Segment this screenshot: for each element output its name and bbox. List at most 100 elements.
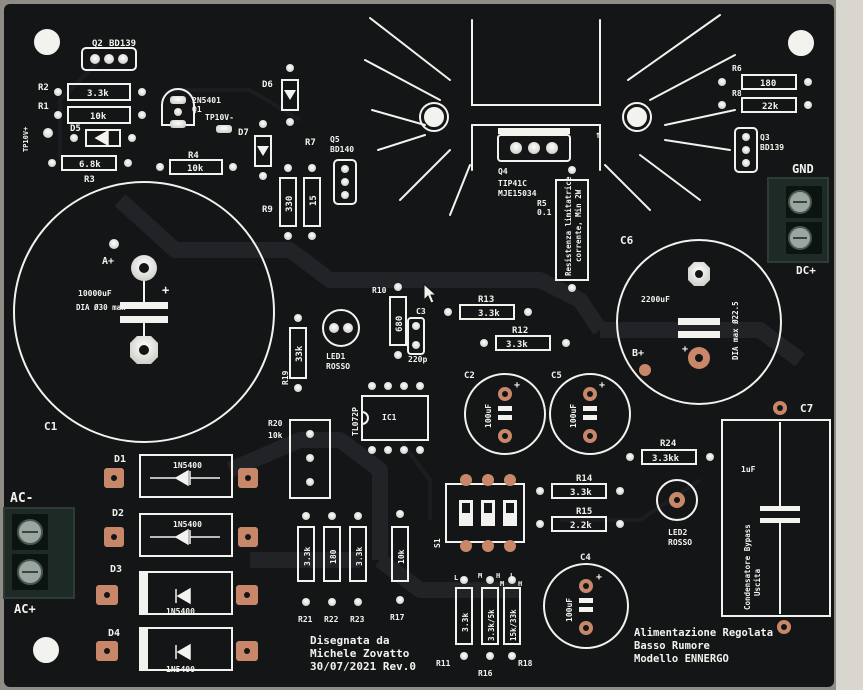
r18-mid-label: M (500, 580, 504, 588)
d1-part-label: 1N5400 (173, 461, 202, 470)
q5-label: Q5 (330, 135, 340, 144)
diode-d2: D2 1N5400 (104, 508, 258, 557)
c3-label: C3 (416, 307, 426, 316)
d3-label: D3 (110, 564, 122, 575)
heatsink-outline (364, 14, 736, 216)
title-line1: Alimentazione Regolata (634, 627, 773, 639)
c5-label: C5 (551, 371, 562, 381)
dip-switch-s1: S1 (433, 474, 525, 552)
ic1-label: IC1 (382, 413, 397, 422)
c7-label: C7 (800, 402, 813, 415)
r18-value: 15k/33k (509, 609, 518, 641)
resistor-r14: R14 3.3k (536, 474, 624, 499)
r3-label: R3 (84, 175, 95, 185)
led2-color: ROSSO (668, 538, 692, 547)
q1-label: Q1 (192, 105, 202, 114)
led1-label: LED1 (326, 352, 345, 361)
c2-label: C2 (464, 371, 475, 381)
gnd-label: GND (792, 162, 814, 176)
led2-label: LED2 (668, 528, 687, 537)
r13-value: 3.3k (478, 309, 500, 319)
trimmer-r20: R20 10k (268, 419, 331, 499)
r19-label: R19 (281, 370, 290, 385)
r18-label: R18 (518, 659, 533, 668)
c1-label: C1 (44, 420, 58, 433)
resistor-r12: R12 3.3k (480, 326, 570, 351)
resistor-r21: 3.3k R21 (297, 512, 315, 624)
diode-d5: D5 (70, 124, 136, 147)
c4-value: 100uF (565, 598, 574, 622)
diode-d7: D7 (238, 120, 272, 180)
r22-label: R22 (324, 615, 339, 624)
d2-label: D2 (112, 508, 124, 519)
r4-label: R4 (188, 151, 199, 161)
resistor-r6: R6 180 (718, 64, 812, 90)
r11-value: 3.3k (461, 613, 470, 632)
r16-value: 3.3k/5k (487, 609, 496, 641)
resistor-r18: 15k/33k R18 L M H (500, 572, 533, 668)
q2-transistor: Q2 BD139 (81, 39, 137, 71)
q4-part-label: TIP41C (498, 179, 527, 188)
resistor-r3: 6.8k R3 (48, 155, 132, 185)
r12-label: R12 (512, 326, 528, 336)
r21-label: R21 (298, 615, 313, 624)
q2-part-label: BD139 (109, 39, 136, 49)
dc-plus-label: DC+ (796, 264, 816, 277)
q1-part-label: 2N5401 (192, 96, 221, 105)
capacitor-c4: + C4 100uF (543, 553, 629, 649)
capacitor-c7: C7 1uF Condensatore Bypass Uscita (721, 401, 831, 634)
resistor-r22: 180 R22 (323, 512, 341, 624)
d5-label: D5 (70, 124, 81, 134)
svg-text:↑: ↑ (595, 130, 601, 141)
r19-value: 33k (295, 345, 305, 362)
c7-value: 1uF (741, 465, 756, 474)
r4-value: 10k (187, 164, 204, 174)
mounting-holes (33, 29, 814, 663)
diode-d6: D6 (262, 64, 299, 126)
r8-label: R8 (732, 89, 742, 98)
r1-value: 10k (90, 112, 107, 122)
ac-minus-label: AC- (10, 491, 33, 506)
dc-output-terminal: GND DC+ (767, 162, 829, 277)
resistor-r8: R8 22k (718, 89, 812, 113)
s1-label: S1 (433, 538, 442, 548)
c1-value: 10000uF (78, 289, 112, 298)
q4-alt-part-label: MJE15034 (498, 189, 537, 198)
led1-color: ROSSO (326, 362, 350, 371)
tp10v-minus-label: TP10V- (205, 113, 234, 122)
d6-label: D6 (262, 80, 273, 90)
diode-d3: D3 1N5400 (96, 564, 258, 616)
r15-label: R15 (576, 507, 592, 517)
resistor-r7: 15 R7 (303, 138, 321, 240)
r18-high-label: H (518, 580, 522, 588)
capacitor-c2: + C2 100uF (464, 371, 546, 455)
c1-size-note: DIA Ø30 max (76, 303, 126, 312)
r17-value: 10k (397, 549, 406, 564)
r20-label: R20 (268, 419, 283, 428)
resistor-r4: R4 10k (156, 151, 237, 175)
resistor-r24: R24 3.3kk (626, 439, 714, 465)
c2-value: 100uF (484, 404, 493, 428)
r21-value: 3.3k (303, 547, 312, 566)
c6-label: C6 (620, 234, 634, 247)
ac-plus-label: AC+ (14, 602, 36, 616)
c5-value: 100uF (569, 404, 578, 428)
q4-label: Q4 (498, 167, 508, 176)
led2: LED2 ROSSO (656, 479, 698, 547)
credits-line3: 30/07/2021 Rev.0 (310, 660, 416, 673)
capacitor-c3: C3 220p (407, 307, 427, 364)
svg-text:+: + (599, 380, 605, 391)
r8-value: 22k (762, 102, 779, 112)
c7-note-line1: Condensatore Bypass (743, 524, 752, 610)
r23-label: R23 (350, 615, 365, 624)
resistor-r13: R13 3.3k (444, 295, 532, 320)
mouse-cursor-icon (423, 282, 438, 304)
ic1-opamp: IC1 TL072P (351, 382, 429, 454)
resistor-r9: 330 R9 (262, 164, 297, 240)
q1-transistor: 2N5401 Q1 (161, 88, 221, 128)
d4-label: D4 (108, 628, 120, 639)
c6-value: 2200uF (641, 295, 670, 304)
resistor-r17: 10k R17 (390, 510, 409, 622)
